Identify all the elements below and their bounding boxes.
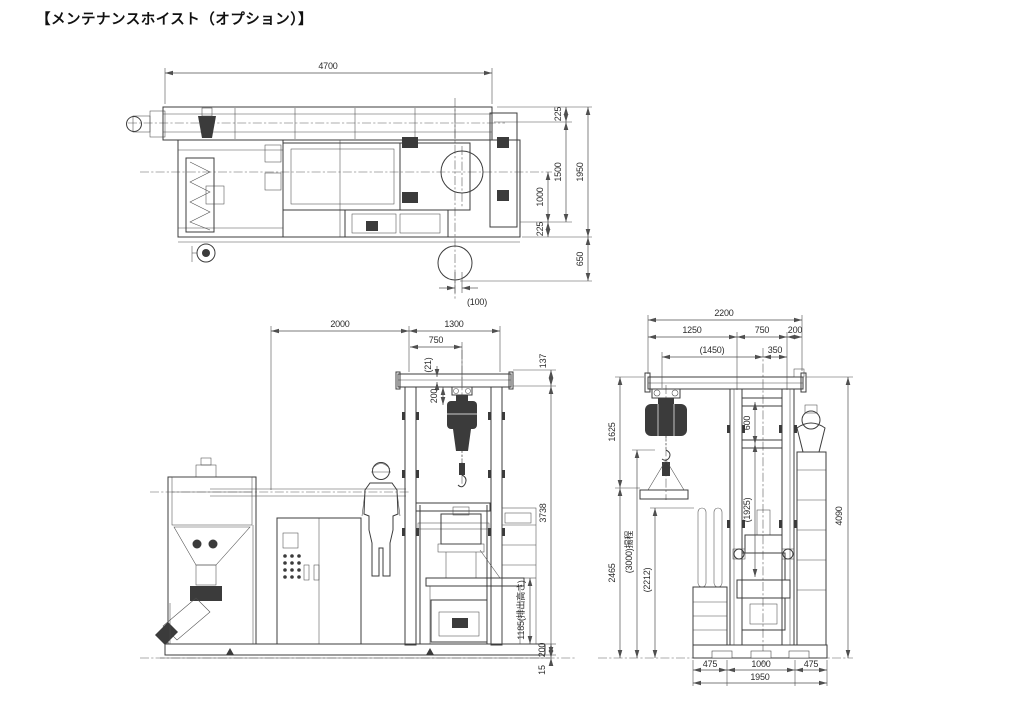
rail-motor bbox=[198, 116, 216, 138]
dim-hoist-travel: 750 bbox=[429, 335, 444, 345]
dim-foot-pitch-left: 475 bbox=[703, 659, 718, 669]
hoist-hook bbox=[661, 449, 671, 461]
dim-rail-gap: (21) bbox=[423, 357, 433, 372]
lifted-load bbox=[639, 489, 689, 500]
side-view-dimensions: 2200 1250 750 200 (1450) 350 1625 bbox=[607, 308, 853, 686]
front-view: 2000 1300 750 (21) 200 137 3738 bbox=[140, 319, 575, 675]
side-base bbox=[692, 644, 828, 659]
plan-press-zone bbox=[399, 137, 509, 211]
dim-left-span: 2000 bbox=[330, 319, 349, 329]
dim-hoist-to-column: 1250 bbox=[682, 325, 701, 335]
dim-suspension: 200 bbox=[429, 389, 439, 404]
dim-girder-depth: 137 bbox=[538, 354, 548, 369]
plan-pump bbox=[191, 243, 216, 263]
side-view: 2200 1250 750 200 (1450) 350 1625 bbox=[598, 308, 853, 686]
side-right-unit bbox=[796, 404, 827, 646]
top-view-dimensions: 4700 1000 225 225 1500 1950 650 bbox=[164, 61, 592, 307]
dim-crossbeam-pitch: 600 bbox=[742, 416, 752, 431]
dim-post-extension: 650 bbox=[575, 252, 585, 267]
dim-base-height: 200 bbox=[537, 643, 547, 658]
panel-buttons bbox=[283, 554, 301, 579]
control-panel bbox=[276, 517, 362, 645]
dim-under-beam-height: 3738 bbox=[538, 503, 548, 522]
stair-unit bbox=[692, 507, 728, 646]
plan-machine-bed bbox=[264, 142, 401, 211]
dim-bottom-offset: 225 bbox=[535, 222, 545, 237]
plan-rail-beam bbox=[126, 106, 493, 141]
dim-gantry-span: 1300 bbox=[444, 319, 463, 329]
top-view: 4700 1000 225 225 1500 1950 650 bbox=[126, 61, 592, 307]
dim-base-length: 1950 bbox=[750, 672, 769, 682]
dim-inner-depth: 1500 bbox=[553, 162, 563, 181]
gantry-column-right bbox=[490, 386, 503, 646]
dim-side-overall-width: 2200 bbox=[714, 308, 733, 318]
operator-figure bbox=[361, 462, 401, 577]
press-machine-front bbox=[415, 502, 537, 645]
dim-frame-inner-height: (1925) bbox=[742, 497, 752, 522]
dim-side-overall-height: 4090 bbox=[834, 506, 844, 525]
dim-rail-top-height: (2212) bbox=[642, 567, 652, 592]
gantry-column-left bbox=[404, 386, 417, 646]
dim-top-offset: 225 bbox=[553, 107, 563, 122]
side-gantry-beam bbox=[644, 368, 807, 393]
panel-display bbox=[282, 532, 299, 549]
front-base bbox=[164, 643, 546, 656]
dim-hook-to-floor: 2465 bbox=[607, 563, 617, 582]
hoist-post-circle bbox=[440, 150, 484, 194]
dim-pad-height: 15 bbox=[537, 665, 547, 675]
plan-lower-deck bbox=[344, 209, 449, 238]
plan-screw-feeder bbox=[185, 157, 225, 233]
dim-hook-reach: (1450) bbox=[700, 345, 725, 355]
chain-hoist-side bbox=[639, 385, 689, 500]
gantry-girder bbox=[397, 373, 512, 388]
dim-foot-pitch-center: 1000 bbox=[751, 659, 770, 669]
side-columns bbox=[727, 388, 797, 646]
dim-foot-pitch-right: 475 bbox=[804, 659, 819, 669]
front-view-dimensions: 2000 1300 750 (21) 200 137 3738 bbox=[270, 319, 556, 675]
dim-end-offset: 200 bbox=[788, 325, 803, 335]
plan-machine-body bbox=[177, 112, 521, 243]
dim-beam-to-hook: 1625 bbox=[607, 422, 617, 441]
hopper-unit bbox=[155, 457, 257, 645]
dim-lift-stroke: (3000)揚程 bbox=[623, 531, 634, 574]
dim-post-offset: (100) bbox=[467, 297, 487, 307]
discharge-table bbox=[425, 577, 525, 587]
dim-center-to-bottom: 1000 bbox=[535, 187, 545, 206]
dim-column-span: 750 bbox=[755, 325, 770, 335]
dim-center-offset: 350 bbox=[768, 345, 783, 355]
drawing-title: 【メンテナンスホイスト（オプション）】 bbox=[36, 12, 314, 28]
dim-overall-depth: 1950 bbox=[575, 162, 585, 181]
dim-overall-length: 4700 bbox=[318, 61, 337, 71]
dim-discharge-height: 1185(排出高さ) bbox=[515, 580, 526, 640]
